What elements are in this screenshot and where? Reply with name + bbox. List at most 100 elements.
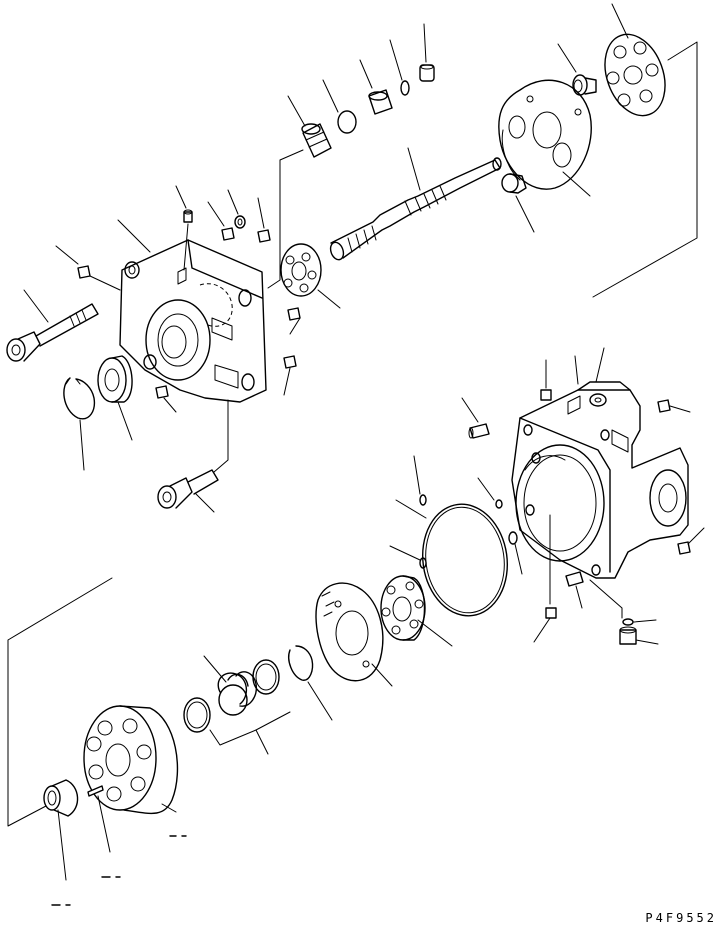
leader-line [575, 356, 578, 384]
plug-part [78, 266, 90, 278]
leader-line [58, 810, 66, 880]
leader-line [24, 290, 48, 322]
leader-line [534, 618, 550, 642]
pin-part [420, 65, 434, 81]
leader-line [284, 368, 290, 395]
leader-line [184, 224, 188, 270]
plug-part [284, 356, 296, 368]
leader-line [56, 246, 78, 264]
leader-line [478, 478, 494, 500]
leader-line [308, 682, 332, 720]
pin-part [566, 572, 583, 586]
plug-part [288, 308, 300, 320]
group-bracket-line [210, 712, 290, 745]
leader-line [164, 398, 176, 412]
leader-line [360, 60, 372, 88]
leader-line [196, 494, 214, 512]
drive-shaft [328, 158, 501, 262]
pin-part [88, 786, 103, 796]
retaining-ring [184, 698, 210, 732]
leader-line [558, 44, 576, 72]
leader-line [90, 276, 120, 290]
leader-line [176, 186, 186, 208]
leader-line [670, 406, 690, 412]
leader-line [208, 202, 224, 226]
port-plate-cover [499, 80, 591, 189]
leader-line [396, 500, 426, 518]
leader-line [596, 348, 604, 382]
leader-line [228, 190, 238, 214]
leader-line [576, 586, 582, 608]
needle-bearing [44, 780, 78, 816]
plug-part [156, 386, 168, 398]
leader-line [204, 656, 226, 682]
washer-part [235, 216, 245, 228]
o-ring-small [420, 558, 426, 568]
o-ring-small [420, 495, 426, 505]
roller-bearing [281, 244, 321, 296]
leader-line [118, 220, 150, 252]
retaining-ring-inner [187, 702, 207, 728]
leader-line [162, 804, 176, 812]
oil-seal-part [302, 124, 331, 157]
leader-line [323, 80, 338, 112]
snap-ring [338, 111, 356, 133]
mounting-bolt [158, 470, 218, 508]
leader-line [290, 318, 300, 334]
leader-line [462, 398, 478, 422]
leader-line [372, 664, 392, 686]
leader-line [390, 40, 402, 80]
circlip-ears [66, 378, 80, 384]
pin-part [469, 424, 489, 438]
leader-line [515, 544, 522, 574]
figure-code: P4F9552 [645, 911, 717, 925]
retainer-plate [316, 583, 383, 681]
o-ring-small [401, 81, 409, 95]
plug-part [678, 542, 690, 554]
leader-line [414, 456, 420, 494]
leader-line [258, 198, 264, 228]
cylinder-block [84, 706, 177, 813]
circlip [64, 378, 94, 419]
plug-part [546, 608, 556, 618]
leader-line [688, 528, 704, 544]
leader-line [418, 620, 452, 646]
motor-case [512, 382, 688, 578]
drain-plug [620, 619, 636, 644]
snap-ring [289, 646, 313, 680]
front-housing [120, 240, 266, 402]
leader-line [256, 730, 268, 754]
leader-line [288, 96, 305, 126]
screw-part [184, 210, 192, 222]
nut-part [502, 174, 526, 193]
leader-line [80, 420, 84, 470]
screw-part [541, 390, 551, 400]
leader-line [590, 580, 622, 618]
group-bracket-line [8, 578, 112, 826]
leader-line [612, 4, 628, 38]
leader-line [516, 196, 534, 232]
leader-line [268, 150, 303, 288]
long-bolt [7, 304, 98, 361]
valve-plate [381, 576, 425, 640]
retaining-ring [253, 660, 279, 694]
dowel-pin [496, 500, 502, 508]
valve-plate-disk [594, 26, 675, 124]
leader-line [390, 546, 420, 560]
plug-part [258, 230, 270, 242]
bushing-part [369, 90, 392, 114]
leader-line [408, 148, 420, 190]
o-ring-small [509, 532, 517, 544]
large-gasket-inner [419, 502, 511, 618]
leader-line [634, 620, 656, 622]
oil-seal-ring [98, 356, 132, 402]
leader-line [563, 172, 590, 196]
retaining-ring-inner [256, 664, 276, 690]
large-gasket [416, 499, 515, 622]
leader-line [118, 402, 132, 440]
spring-part [218, 672, 256, 715]
screw-part [658, 400, 670, 412]
leader-line [636, 640, 658, 644]
group-bracket-line [593, 42, 697, 297]
